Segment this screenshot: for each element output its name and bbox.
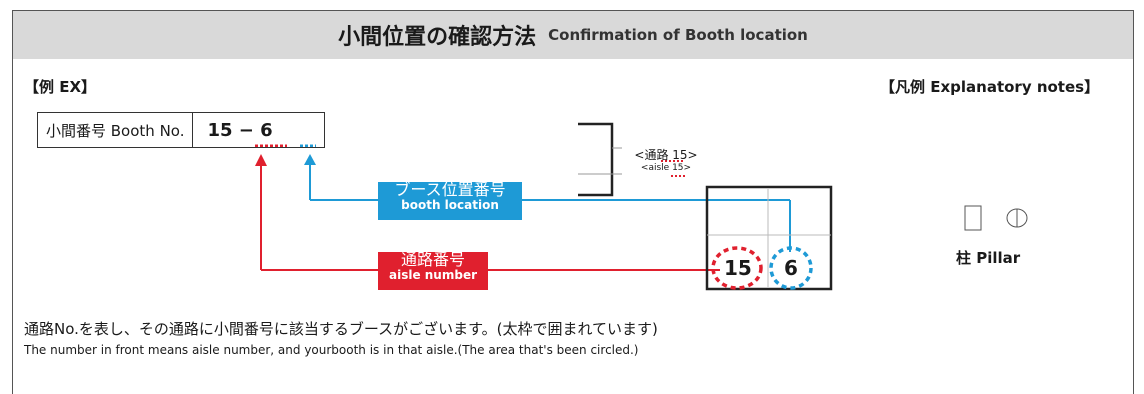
- red-arrowhead: [255, 154, 267, 166]
- aisle-circle: [711, 246, 763, 290]
- booth-location-en: booth location: [401, 197, 499, 212]
- aisle-number-jp: 通路番号: [400, 250, 465, 269]
- legend-label: 【凡例 Explanatory notes】: [880, 78, 1100, 96]
- example-label: 【例 EX】: [24, 78, 97, 96]
- aisle-note-en: <aisle 15>: [640, 163, 692, 173]
- header-bar: 小間位置の確認方法 Confirmation of Booth location: [13, 11, 1133, 59]
- map-aisle-number: 15: [724, 256, 752, 280]
- booth-number-value: 15 − 6: [207, 119, 273, 141]
- booth-number-box: 小間番号 Booth No. 15 − 6: [37, 112, 325, 148]
- aisle-note: <通路 15> <aisle 15>: [624, 146, 708, 173]
- diagram-frame: 小間位置の確認方法 Confirmation of Booth location: [12, 10, 1134, 394]
- booth-location-jp: ブース位置番号: [394, 180, 506, 199]
- map-booth-number: 6: [784, 256, 798, 280]
- aisle-number-en: aisle number: [388, 267, 478, 282]
- title-jp: 小間位置の確認方法: [338, 25, 537, 50]
- aisle-bracket: [578, 122, 614, 197]
- booth-location-tag: ブース位置番号 booth location: [378, 180, 522, 220]
- aisle-number-tag: 通路番号 aisle number: [378, 250, 488, 290]
- title-en: Confirmation of Booth location: [548, 26, 808, 44]
- booth-block: [705, 185, 833, 291]
- booth-number-label: 小間番号 Booth No.: [38, 113, 194, 147]
- pillar-label: 柱 Pillar: [956, 249, 1021, 267]
- booth-circle: [769, 246, 813, 290]
- blue-arrowhead: [304, 154, 316, 165]
- square-pillar-icon: [964, 205, 982, 231]
- footer-note-en: The number in front means aisle number, …: [24, 343, 639, 357]
- footer-note-jp: 通路No.を表し、その通路に小間番号に該当するブースがございます。(太枠で囲まれ…: [24, 320, 658, 338]
- aisle-note-jp: <通路 15>: [634, 148, 698, 162]
